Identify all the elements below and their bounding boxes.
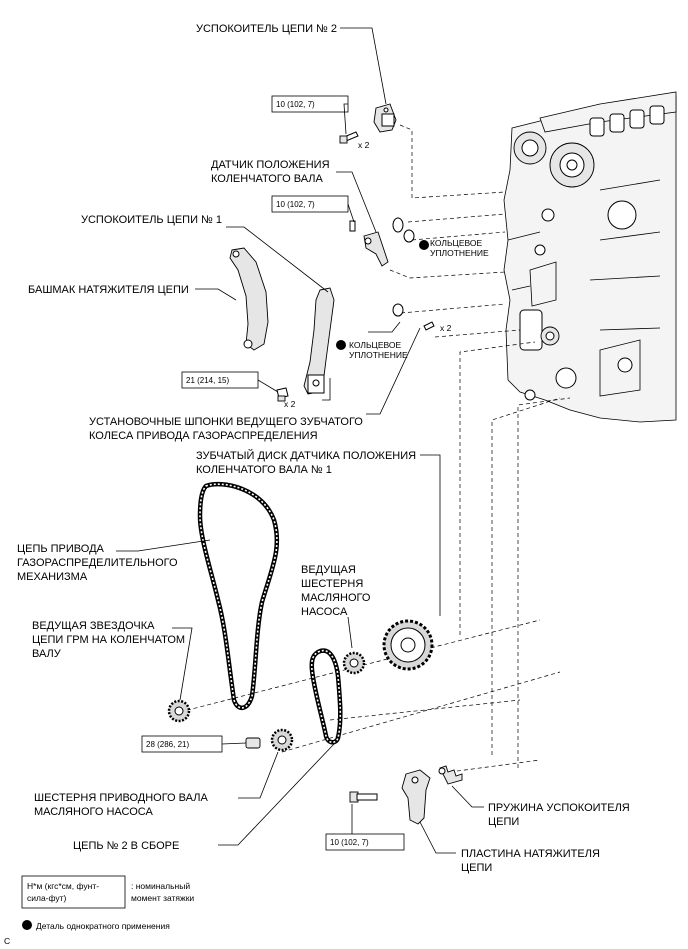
label-damper-spring-2: ЦЕПИ: [488, 816, 519, 828]
label-o-ring-2b: УПЛОТНЕНИЕ: [349, 350, 408, 360]
quantity-2: x 2: [440, 323, 452, 333]
label-o-ring-1a: КОЛЬЦЕВОЕ: [430, 238, 482, 248]
crank-timing-plate: [382, 619, 434, 671]
label-crank-sprocket-3: ВАЛУ: [32, 648, 62, 660]
label-oil-pump-shaft-gear-1: ШЕСТЕРНЯ ПРИВОДНОГО ВАЛА: [34, 792, 208, 804]
timing-chain: [197, 481, 280, 710]
torque-value-5: 10 (102, 7): [330, 838, 369, 847]
label-oil-pump-drive-gear-1: ВЕДУЩАЯ: [301, 564, 356, 576]
o-ring-1b: [403, 229, 415, 243]
chain-damper-2: [373, 103, 397, 133]
label-timing-chain-2: ГАЗОРАСПРЕДЕЛИТЕЛЬНОГО: [17, 557, 178, 569]
engine-block: [503, 91, 677, 423]
label-keys-2: КОЛЕСА ПРИВОДА ГАЗОРАСПРЕДЕЛЕНИЯ: [89, 430, 318, 442]
crank-position-sensor: [349, 220, 389, 267]
legend-unit-box-1: Н*м (кгс*см, фунт-: [27, 881, 99, 891]
label-timing-plate-2: КОЛЕНЧАТОГО ВАЛА № 1: [196, 464, 332, 476]
label-oil-pump-shaft-gear-2: МАСЛЯНОГО НАСОСА: [34, 806, 153, 818]
bolt-damper-1: [276, 387, 289, 402]
damper-spring: [438, 765, 463, 785]
legend-dot-icon: [22, 920, 32, 930]
torque-value-2: 10 (102, 7): [276, 200, 315, 209]
torque-box-3: 21 (214, 15): [181, 371, 279, 393]
label-crank-sensor-2: КОЛЕНЧАТОГО ВАЛА: [211, 173, 324, 185]
tensioner-shoe: [229, 247, 269, 351]
timing-keys: [423, 321, 435, 331]
label-oil-pump-drive-gear-3: МАСЛЯНОГО: [301, 592, 371, 604]
torque-box-2: 10 (102, 7): [271, 195, 355, 223]
legend: Н*м (кгс*см, фунт- сила-фут) : номинальн…: [21, 875, 194, 931]
oil-pump-shaft-gear: [270, 728, 294, 752]
non-reusable-dot-2: [336, 340, 346, 350]
label-crank-sprocket-1: ВЕДУЩАЯ ЗВЕЗДОЧКА: [32, 620, 155, 632]
o-ring-2: [392, 303, 404, 317]
torque-box-5: 10 (102, 7): [325, 804, 405, 851]
corner-mark: C: [4, 936, 10, 946]
nut: [245, 737, 261, 749]
label-timing-chain-1: ЦЕПЬ ПРИВОДА: [17, 543, 105, 555]
label-tensioner-shoe: БАШМАК НАТЯЖИТЕЛЯ ЦЕПИ: [28, 284, 189, 296]
legend-unit-box-2: сила-фут): [27, 893, 67, 903]
legend-unit-desc-2: момент затяжки: [131, 893, 194, 903]
torque-value-3: 21 (214, 15): [186, 376, 229, 385]
o-ring-1: [392, 217, 404, 233]
label-crank-sensor-1: ДАТЧИК ПОЛОЖЕНИЯ: [211, 159, 330, 171]
torque-value-1: 10 (102, 7): [276, 100, 315, 109]
label-timing-plate-1: ЗУБЧАТЫЙ ДИСК ДАТЧИКА ПОЛОЖЕНИЯ: [196, 449, 416, 462]
crank-sprocket: [167, 699, 191, 723]
tensioner-plate: [401, 769, 431, 825]
label-tensioner-plate-1: ПЛАСТИНА НАТЯЖИТЕЛЯ: [461, 848, 600, 860]
label-damper-spring-1: ПРУЖИНА УСПОКОИТЕЛЯ: [488, 802, 630, 814]
label-tensioner-plate-2: ЦЕПИ: [461, 862, 492, 874]
label-o-ring-1b: УПЛОТНЕНИЕ: [430, 248, 489, 258]
label-keys-1: УСТАНОВОЧНЫЕ ШПОНКИ ВЕДУЩЕГО ЗУБЧАТОГО: [89, 416, 363, 428]
torque-box-4: 28 (286, 21): [141, 735, 247, 753]
label-oil-pump-drive-gear-2: ШЕСТЕРНЯ: [301, 578, 363, 590]
label-chain-damper-1: УСПОКОИТЕЛЬ ЦЕПИ № 1: [81, 214, 222, 226]
leader-lines: [116, 27, 484, 854]
quantity-3: x 2: [284, 399, 296, 409]
label-o-ring-2a: КОЛЬЦЕВОЕ: [349, 340, 401, 350]
chain-damper-1: [303, 287, 335, 395]
label-crank-sprocket-2: ЦЕПИ ГРМ НА КОЛЕНЧАТОМ: [32, 634, 185, 646]
legend-unit-desc-1: : номинальный: [131, 881, 190, 891]
torque-value-4: 28 (286, 21): [146, 740, 189, 749]
assembly-lines: [179, 124, 571, 773]
bolt-tensioner-plate: [349, 791, 378, 803]
quantity-1: x 2: [358, 140, 370, 150]
bolt-damper-2: [339, 131, 359, 144]
legend-non-reusable: Деталь однократного применения: [36, 921, 170, 931]
label-chain-damper-2: УСПОКОИТЕЛЬ ЦЕПИ № 2: [196, 23, 337, 35]
label-chain-no2: ЦЕПЬ № 2 В СБОРЕ: [73, 840, 179, 852]
non-reusable-dot-1: [419, 240, 429, 250]
label-timing-chain-3: МЕХАНИЗМА: [17, 571, 88, 583]
oil-pump-drive-gear: [342, 651, 366, 675]
label-oil-pump-drive-gear-4: НАСОСА: [301, 606, 348, 618]
torque-box-1: 10 (102, 7): [271, 95, 349, 135]
